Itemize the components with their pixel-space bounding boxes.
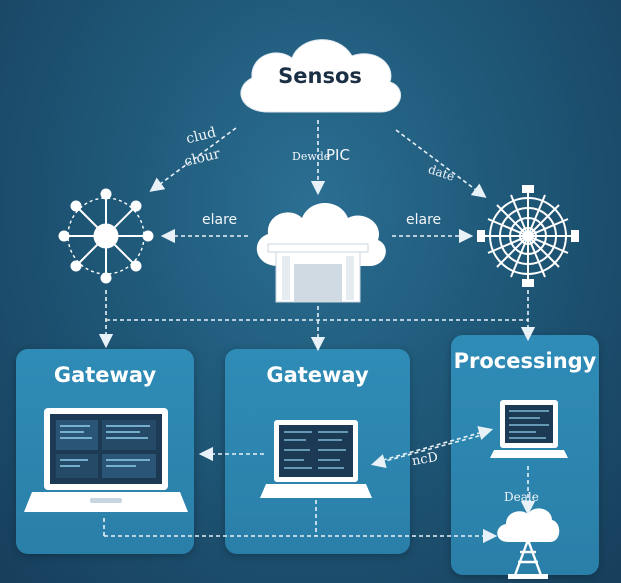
edge-mid-right: [375, 426, 494, 463]
panel-title-gateway-left: Gateway: [53, 363, 157, 387]
cloud-title-label: Sensos: [278, 64, 362, 88]
panel-title-gateway-middle: Gateway: [266, 363, 369, 387]
edge-label-dewde: Dewde: [292, 150, 331, 163]
cloud-gateway-icon: [256, 203, 386, 303]
edge-right-to-mid: [370, 433, 487, 469]
gateway-panel-middle: Gateway: [225, 349, 410, 554]
panel-title-processing: Processingy: [453, 349, 597, 373]
hub-network-icon: [58, 188, 154, 284]
radial-web-icon: [477, 185, 579, 287]
laptop-icon: [24, 408, 188, 512]
cloud-icon: [240, 39, 401, 113]
edge-cloud-to-web: [395, 129, 487, 198]
edge-label-pic: PIC: [326, 146, 350, 164]
monitor-icon: [490, 400, 568, 458]
edge-cloud-to-hub: [149, 127, 237, 192]
edge-label-deale: Deale: [504, 490, 539, 504]
edge-label-elare-right: elare: [406, 212, 442, 228]
cloud-tower-icon: [497, 508, 560, 579]
laptop-icon-middle: [260, 420, 372, 498]
edge-label-elare-left: elare: [202, 212, 238, 228]
